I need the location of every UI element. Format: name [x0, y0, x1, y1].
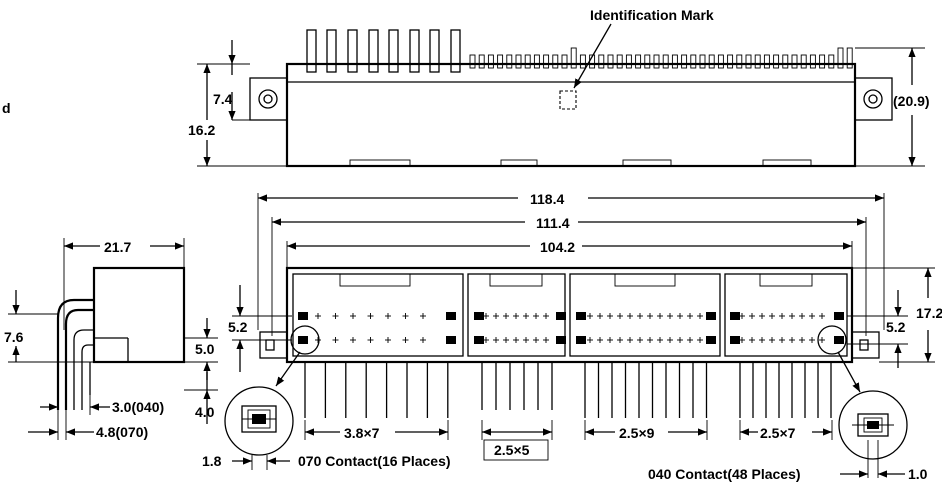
identification-mark-label: Identification Mark: [590, 7, 714, 23]
contact-070-detail: [224, 386, 294, 456]
top-right-flange: [854, 77, 893, 121]
front-left-flange: [259, 331, 288, 359]
dim-3-0: 3.0(040): [112, 399, 164, 415]
top-left-flange: [249, 77, 288, 121]
contact-grid: [298, 312, 844, 344]
pitch-2-5x7: 2.5×7: [760, 425, 796, 441]
front-view: 118.4 111.4 104.2: [202, 191, 942, 482]
pitch-2-5x9: 2.5×9: [619, 425, 655, 441]
dim-7-4: 7.4: [213, 91, 233, 107]
dim-118-4: 118.4: [530, 191, 564, 207]
dim-16-2: 16.2: [188, 122, 215, 138]
pitch-2-5x5: 2.5×5: [494, 442, 530, 458]
top-large-pins: [306, 29, 461, 73]
dim-17-2: 17.2: [916, 305, 942, 321]
contact-040-detail: [838, 390, 908, 460]
dim-20-9: (20.9): [893, 93, 930, 109]
dim-1-8: 1.8: [202, 453, 222, 469]
side-view: 21.7 7.6 5.0 4.0 3.0(040): [4, 238, 218, 440]
front-bottom-pins: [304, 362, 832, 418]
front-right-flange: [851, 331, 880, 359]
top-body: [285, 62, 857, 168]
contact-040-label: 040 Contact(48 Places): [648, 466, 801, 482]
dim-7-6: 7.6: [4, 329, 24, 345]
dim-21-7: 21.7: [104, 239, 131, 255]
side-body: [92, 266, 186, 364]
dim-4-8: 4.8(070): [96, 424, 148, 440]
pitch-3-8x7: 3.8×7: [344, 425, 380, 441]
top-view: Identification Mark 7.4 16.2 (20.9): [188, 7, 930, 168]
dim-left-5-2: 5.2: [228, 319, 248, 335]
top-small-pins: [469, 47, 853, 69]
front-body: [285, 266, 854, 364]
dim-right-5-2: 5.2: [886, 319, 906, 335]
dim-4-0: 4.0: [195, 404, 215, 420]
dim-104-2: 104.2: [540, 239, 575, 255]
dim-111-4: 111.4: [536, 215, 570, 231]
identification-mark-box: [559, 90, 577, 110]
contact-070-label: 070 Contact(16 Places): [298, 453, 451, 469]
dim-5-0: 5.0: [195, 341, 215, 357]
stray-letter: d: [2, 100, 11, 116]
dim-1-0: 1.0: [908, 466, 928, 482]
